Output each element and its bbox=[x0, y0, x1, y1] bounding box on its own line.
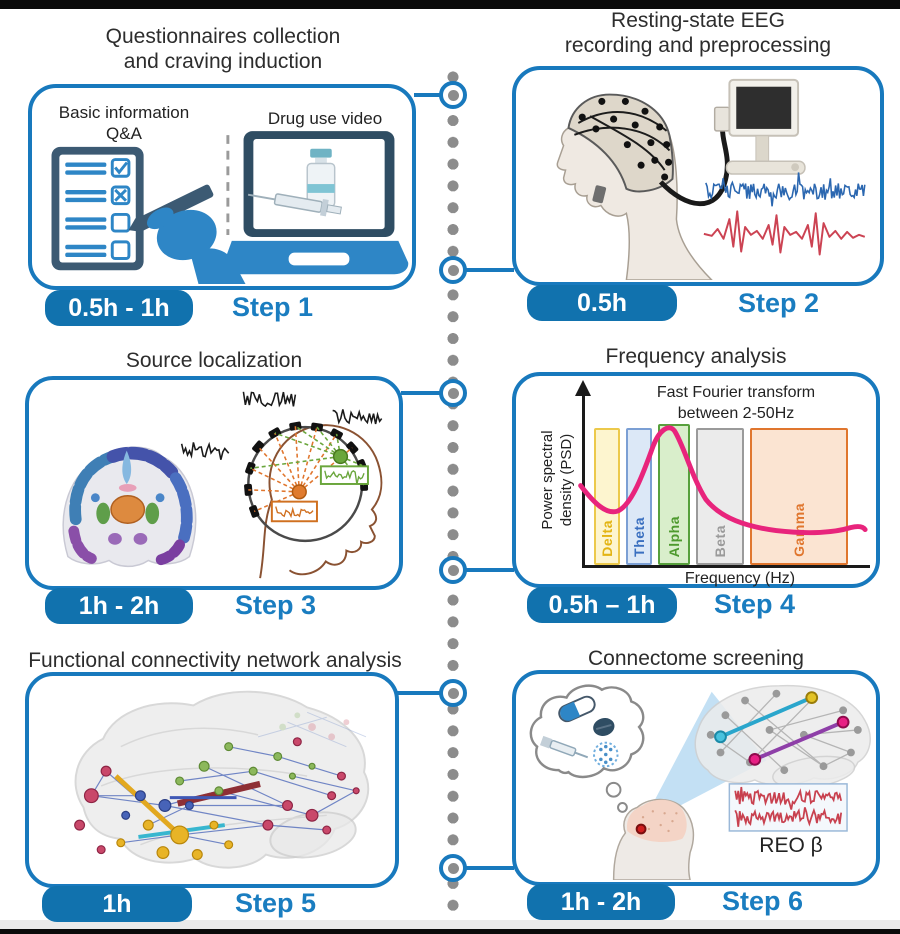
chin-strap-icon bbox=[592, 185, 607, 204]
artifact-eeg-trace bbox=[703, 210, 866, 256]
step3-illustration bbox=[62, 391, 383, 579]
step6-duration-badge: 1h - 2h bbox=[527, 884, 675, 920]
x-axis-label: Frequency (Hz) bbox=[684, 570, 796, 587]
step1-illustration bbox=[51, 131, 409, 284]
coronal-brain-slice-icon bbox=[62, 446, 197, 568]
timeline-ring-3 bbox=[439, 379, 467, 407]
step6-title: Connectome screening bbox=[588, 647, 804, 670]
band-gamma: Gamma bbox=[750, 428, 848, 565]
connector-step4 bbox=[464, 568, 514, 572]
reo-beta-trace-box bbox=[728, 783, 848, 832]
step2-illustration bbox=[556, 78, 866, 280]
step4-label: Step 4 bbox=[714, 589, 796, 619]
step3-duration-badge: 1h - 2h bbox=[45, 588, 193, 624]
bottom-frame-bar bbox=[0, 929, 900, 934]
timeline-ring-4 bbox=[439, 556, 467, 584]
reo-beta-trace-1 bbox=[734, 786, 843, 810]
step3-title: Source localization bbox=[125, 349, 303, 372]
step5-panel bbox=[25, 672, 399, 888]
y-axis bbox=[582, 394, 585, 568]
y-axis-arrow-icon bbox=[575, 380, 591, 396]
bottom-gray-strip bbox=[0, 920, 900, 929]
cyan-edge bbox=[719, 695, 813, 739]
band-alpha: Alpha bbox=[658, 424, 690, 565]
step4-duration-badge: 0.5h – 1h bbox=[527, 587, 677, 623]
step3-label: Step 3 bbox=[235, 590, 317, 620]
raw-eeg-trace bbox=[705, 172, 866, 207]
purple-edge bbox=[754, 720, 844, 762]
green-source-node bbox=[332, 448, 349, 465]
scalp-signal-squiggles bbox=[180, 391, 383, 460]
step5-illustration bbox=[74, 690, 370, 869]
step6-label: Step 6 bbox=[722, 886, 804, 916]
laptop-icon bbox=[223, 131, 409, 275]
check-icon bbox=[114, 161, 129, 175]
step1-duration-badge: 0.5h - 1h bbox=[45, 290, 193, 326]
network-nodes bbox=[74, 737, 360, 861]
thin-network-edges bbox=[90, 746, 357, 846]
vial-icon bbox=[306, 148, 336, 208]
timeline-ring-1 bbox=[439, 81, 467, 109]
step6-panel: REO β bbox=[512, 670, 880, 886]
connector-step2 bbox=[464, 268, 514, 272]
band-delta: Delta bbox=[594, 428, 620, 565]
band-theta: Theta bbox=[626, 428, 652, 565]
hand-with-pen-icon bbox=[128, 184, 246, 284]
timeline-ring-6 bbox=[439, 854, 467, 882]
timeline-ring-2 bbox=[439, 256, 467, 284]
top-frame-bar bbox=[0, 0, 900, 9]
step2-panel bbox=[512, 66, 884, 286]
connector-step1 bbox=[414, 93, 442, 97]
timeline-ring-5 bbox=[439, 679, 467, 707]
step5-title: Functional connectivity network analysis bbox=[28, 649, 402, 672]
step1-label: Step 1 bbox=[232, 292, 314, 322]
step5-duration-badge: 1h bbox=[42, 886, 192, 922]
step4-title: Frequency analysis bbox=[605, 345, 787, 368]
faint-background-network bbox=[257, 711, 367, 748]
screening-head-icon bbox=[612, 798, 695, 880]
orange-source-node bbox=[291, 484, 307, 500]
target-node bbox=[635, 823, 647, 835]
step2-label: Step 2 bbox=[738, 288, 820, 318]
pill-icon bbox=[593, 718, 615, 736]
computer-monitor-icon bbox=[713, 78, 806, 175]
cross-icon bbox=[114, 188, 128, 202]
head-with-eeg-cap-icon bbox=[556, 93, 713, 280]
reo-beta-label: REO β bbox=[759, 834, 823, 857]
small-syringe-icon bbox=[539, 735, 589, 759]
reo-beta-trace-2 bbox=[734, 807, 843, 827]
connector-step6 bbox=[464, 866, 514, 870]
connector-step5 bbox=[397, 691, 442, 695]
step2-duration-badge: 0.5h bbox=[527, 285, 677, 321]
step5-label: Step 5 bbox=[235, 888, 317, 918]
capsule-icon bbox=[558, 695, 596, 723]
timeline-dotted-line bbox=[447, 66, 459, 912]
step6-illustration bbox=[529, 684, 871, 880]
drug-thought-bubble-icon bbox=[529, 684, 645, 813]
syringe-icon bbox=[247, 193, 342, 217]
strong-edge-yellow bbox=[114, 774, 182, 837]
x-axis bbox=[582, 565, 870, 568]
step3-panel bbox=[25, 376, 403, 590]
source-localization-head-icon bbox=[244, 421, 383, 579]
connectome-brain-icon bbox=[694, 684, 871, 789]
connector-step3 bbox=[401, 391, 442, 395]
drug-use-video-label: Drug use video bbox=[267, 109, 383, 128]
band-beta: Beta bbox=[696, 428, 744, 565]
